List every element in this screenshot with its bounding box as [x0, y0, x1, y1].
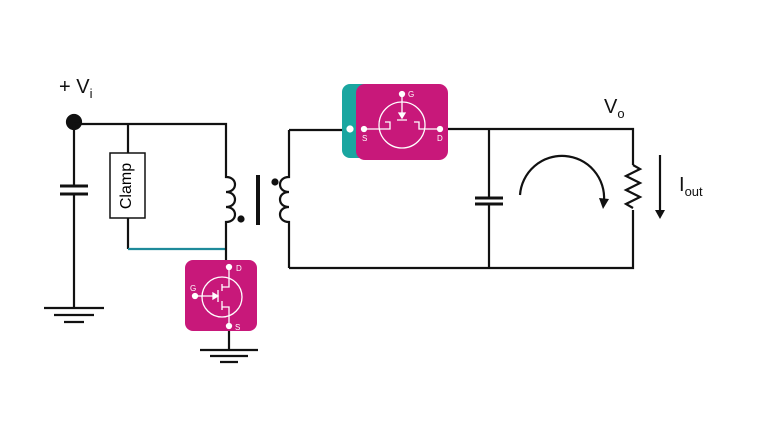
- clamp-label: Clamp: [118, 162, 136, 209]
- secondary-dot-icon: [271, 178, 279, 186]
- gate-pin-label: G: [408, 90, 414, 99]
- output-return-wire: [289, 210, 635, 270]
- primary-dot-icon: [237, 215, 245, 223]
- load-resistor: [623, 164, 643, 209]
- input-capacitor: [60, 184, 88, 196]
- input-rail-wire: [74, 122, 228, 175]
- ground-icon-2: [200, 331, 258, 364]
- ground-icon: [44, 306, 104, 324]
- output-current-label: Iout: [679, 174, 703, 199]
- source-pin-label: S: [235, 323, 240, 332]
- output-rail-wire: [446, 127, 635, 165]
- transformer-primary: [224, 175, 237, 267]
- output-capacitor: [475, 196, 503, 206]
- sync-rectifier-mosfet-icon: G S D: [342, 84, 448, 160]
- drain-pin-label: D: [437, 134, 443, 143]
- iout-arrowhead: [655, 210, 665, 219]
- input-voltage-label: + Vi: [59, 76, 93, 101]
- drain-pin-label: D: [236, 264, 242, 273]
- output-voltage-label: Vo: [604, 96, 625, 121]
- clamp-label-box: Clamp: [110, 153, 145, 218]
- current-loop-arrow: [518, 154, 606, 202]
- primary-mosfet-icon: D G S: [185, 260, 257, 332]
- clamp-box: [109, 152, 146, 219]
- gate-pin-label: G: [190, 284, 196, 293]
- transformer-secondary: [278, 130, 291, 268]
- source-pin-label: S: [362, 134, 367, 143]
- current-loop-arrowhead: [599, 198, 609, 209]
